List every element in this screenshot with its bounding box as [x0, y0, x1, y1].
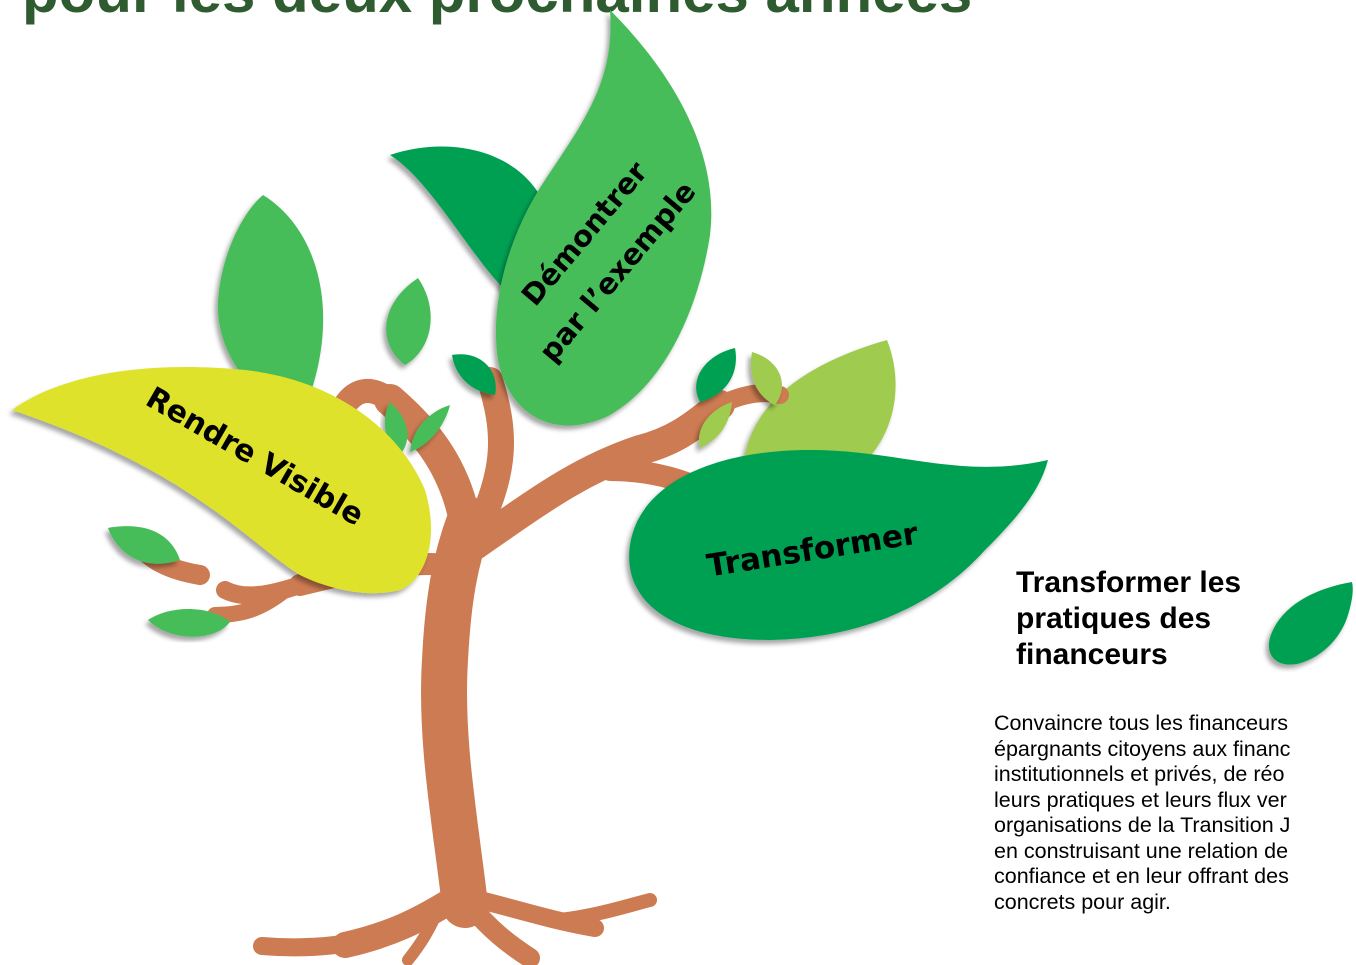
leaf-transformer — [629, 450, 1048, 640]
body-line: organisations de la Transition J — [994, 813, 1291, 838]
leaf-icon — [1268, 582, 1353, 665]
small-leaf — [148, 608, 230, 637]
small-leaf — [386, 278, 431, 365]
side-panel-body: Convaincre tous les financeurs épargnant… — [994, 711, 1356, 916]
small-leaf — [696, 348, 736, 402]
leaf-back-right — [745, 340, 896, 479]
small-leaf — [410, 405, 450, 452]
body-line: leurs pratiques et leurs flux ver — [994, 787, 1287, 812]
body-line: Convaincre tous les financeurs — [994, 711, 1288, 735]
small-leaf — [452, 354, 496, 395]
leaf-demontrer — [495, 10, 712, 426]
small-leaf — [108, 526, 180, 564]
leaf-back-left — [217, 195, 324, 420]
body-line: institutionnels et privés, de réo — [994, 762, 1285, 787]
body-line: épargnants citoyens aux financ — [994, 736, 1291, 761]
body-line: confiance et en leur offrant des — [994, 864, 1289, 889]
small-leaf — [750, 352, 782, 405]
page-title: pour les deux prochaines années — [22, 0, 972, 22]
small-leaf — [698, 402, 732, 448]
leaf-rendre-visible — [12, 366, 431, 594]
side-panel-heading: Transformer les pratiques des financeurs — [1016, 566, 1242, 671]
body-line: concrets pour agir. — [994, 890, 1171, 915]
body-line: en construisant une relation de — [994, 838, 1289, 863]
